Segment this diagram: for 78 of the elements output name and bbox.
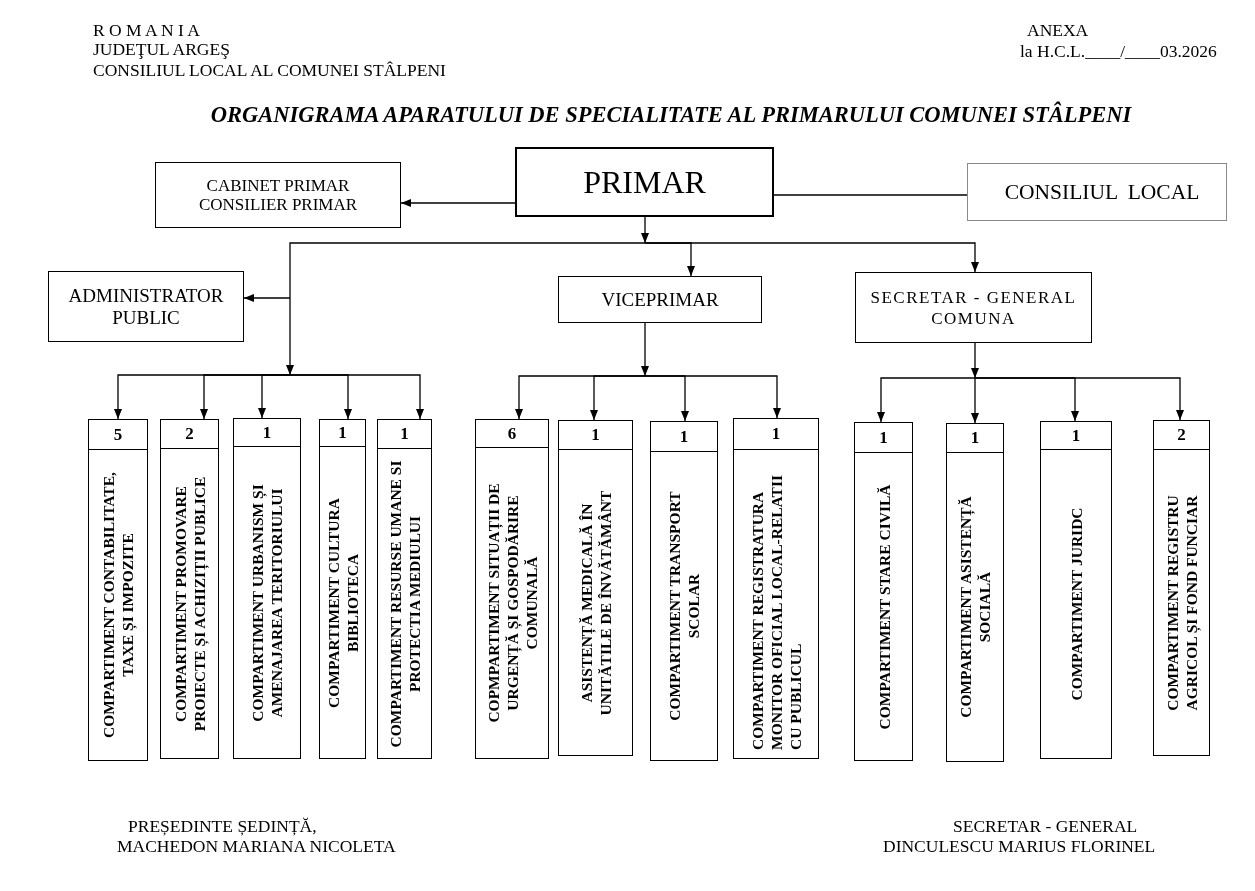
staff-count: 5 bbox=[89, 420, 147, 450]
connector-trunk bbox=[971, 342, 979, 379]
department-name: COMPARTIMENT CONTABILITATE, TAXE ȘI IMPOZITE bbox=[99, 471, 137, 740]
department-box bbox=[233, 418, 301, 759]
position-title: PRIMAR bbox=[583, 163, 706, 201]
connector-arrow bbox=[590, 375, 646, 421]
connector-trunk bbox=[641, 322, 649, 377]
department-name: COMPARTIMENT RESURSE UMANE SI PROTECTIA MEDIULUI bbox=[385, 459, 424, 749]
position-box bbox=[967, 163, 1227, 221]
connector-trunk bbox=[641, 216, 649, 244]
council-name: CONSILIUL LOCAL AL COMUNEI STÂLPENI bbox=[93, 60, 446, 80]
position-box bbox=[48, 271, 244, 342]
department-name: COMPARTIMENT URBANISM ȘI AMENAJAREA TERITORIULUI bbox=[248, 482, 286, 724]
staff-count: 1 bbox=[651, 422, 717, 452]
department-name: COMPARTIMENT TRANSPORT SCOLAR bbox=[665, 490, 703, 723]
connector-line bbox=[773, 194, 968, 196]
position-box bbox=[558, 276, 762, 323]
annex-heading: ANEXA bbox=[1027, 20, 1089, 40]
staff-count: 1 bbox=[234, 419, 300, 447]
staff-count: 1 bbox=[947, 424, 1003, 453]
staff-count: 1 bbox=[855, 423, 912, 453]
connector-arrow bbox=[974, 377, 1184, 421]
department-box bbox=[377, 419, 432, 759]
department-box bbox=[1153, 420, 1210, 756]
department-box bbox=[475, 419, 549, 759]
signatory-title: SECRETAR - GENERAL bbox=[953, 816, 1138, 836]
position-title: CABINET PRIMAR bbox=[206, 176, 350, 195]
department-name: COMPARTIMENT STARE CIVILĂ bbox=[874, 484, 893, 729]
staff-count: 2 bbox=[1154, 421, 1209, 450]
department-box bbox=[733, 418, 819, 759]
department-box bbox=[160, 419, 219, 759]
department-name: COMPARTIMENT ASISTENȚĂ SOCIALĂ bbox=[956, 495, 994, 720]
country-name: R O M A N I A bbox=[93, 20, 200, 40]
signatory-name: DINCULESCU MARIUS FLORINEL bbox=[883, 836, 1156, 856]
connector-arrow bbox=[644, 375, 781, 419]
staff-count: 1 bbox=[1041, 422, 1111, 450]
connector-arrow bbox=[877, 377, 976, 423]
department-name: COMPARTIMENT PROMOVARE PROIECTE ȘI ACHIZIȚII PUBLICE bbox=[170, 475, 209, 733]
connector-arrow bbox=[400, 199, 516, 207]
signatory-name: MACHEDON MARIANA NICOLETA bbox=[117, 836, 396, 856]
diagram-title: ORGANIGRAMA APARATULUI DE SPECIALITATE AL PRIMARULUI COMUNEI STÂLPENI bbox=[210, 102, 1132, 128]
position-title: CONSILIUL LOCAL bbox=[1004, 179, 1200, 205]
connector-arrow bbox=[971, 377, 979, 424]
signatory-title: PREȘEDINTE ȘEDINȚĂ, bbox=[128, 816, 317, 836]
connector-arrow bbox=[258, 374, 291, 419]
department-box bbox=[558, 420, 633, 756]
connector-trunk bbox=[289, 242, 646, 299]
decision-reference: la H.C.L.____/____03.2026 bbox=[1020, 41, 1217, 61]
staff-count: 1 bbox=[559, 421, 632, 450]
position-box bbox=[855, 272, 1092, 343]
position-title: VICEPRIMAR bbox=[601, 288, 719, 311]
position-title: ADMINISTRATOR PUBLIC bbox=[67, 284, 225, 329]
staff-count: 6 bbox=[476, 420, 548, 448]
department-box bbox=[88, 419, 148, 761]
connector-arrow bbox=[644, 242, 979, 273]
department-name: COMPARTIMENT CULTURA BIBLIOTECA bbox=[323, 496, 362, 710]
department-name: COMPARTIMENT JURIDC bbox=[1066, 507, 1086, 701]
position-box bbox=[155, 162, 401, 228]
department-box bbox=[946, 423, 1004, 762]
staff-count: 2 bbox=[161, 420, 218, 449]
connector-trunk bbox=[286, 297, 294, 376]
position-box bbox=[515, 147, 774, 217]
department-box bbox=[650, 421, 718, 761]
position-title: CONSILIER PRIMAR bbox=[198, 195, 358, 214]
staff-count: 1 bbox=[378, 420, 431, 449]
department-box bbox=[319, 419, 366, 759]
staff-count: 1 bbox=[320, 420, 365, 447]
department-name: COMPARTIMENT REGISTRU AGRICOL ȘI FOND FUNCIAR bbox=[1162, 493, 1201, 713]
department-box bbox=[854, 422, 913, 761]
connector-arrow bbox=[289, 374, 424, 420]
county-name: JUDEŢUL ARGEŞ bbox=[93, 39, 230, 59]
department-box bbox=[1040, 421, 1112, 759]
department-name: ASISTENȚĂ MEDICALĂ ÎN UNITĂTILE DE ÎNVĂTĂMÂNT bbox=[576, 489, 615, 717]
department-name: COPMPARTIMENT SITUAȚII DE URGENȚĂ ȘI GOSPODĂRIRE COMUNALĂ bbox=[483, 482, 541, 725]
position-title: SECRETAR - GENERAL COMUNA bbox=[869, 286, 1078, 329]
connector-arrow bbox=[243, 294, 291, 302]
staff-count: 1 bbox=[734, 419, 818, 450]
department-name: COMPARTIMENT REGISTRATURA MONITOR OFICIAL LOCAL-RELATII CU PUBLICUL bbox=[747, 473, 805, 750]
